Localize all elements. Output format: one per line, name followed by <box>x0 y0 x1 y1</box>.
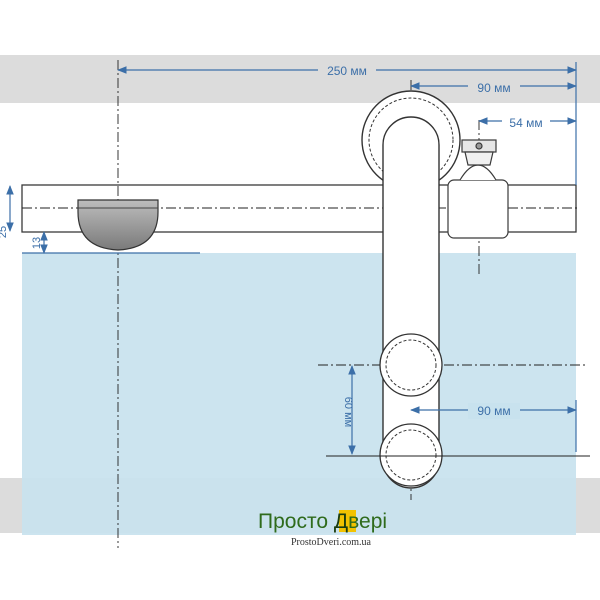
rail-bracket <box>447 139 509 239</box>
dim-roller-spacing-h-label: 90 мм <box>477 404 510 418</box>
dim-roller-spacing-v-label: 60 мм <box>342 397 354 427</box>
glass-clip <box>77 199 159 251</box>
dim-rail-height-label: 25 <box>0 226 9 238</box>
dim-overall-width-label: 250 мм <box>327 64 367 78</box>
dim-90-lower-bg <box>468 403 520 419</box>
logo-highlight-box <box>339 510 356 532</box>
bottom-roller <box>379 423 443 487</box>
dim-250-bg <box>318 62 376 78</box>
logo-name-part2: вері <box>348 510 387 533</box>
dim-54-bg <box>502 114 550 130</box>
logo-url: ProstoDveri.com.ua <box>291 537 372 548</box>
middle-roller <box>379 333 443 397</box>
glass-panel <box>22 253 576 535</box>
logo-name-highlight: Д <box>334 510 348 533</box>
dim-bracket-width-label: 54 мм <box>509 116 542 130</box>
logo-name-part1: Просто <box>258 510 334 533</box>
prostodveri-logo: Просто Двері ProstoDveri.com.ua <box>258 510 387 548</box>
dim-clamp-offset-label: 90 мм <box>477 81 510 95</box>
dim-90-top-bg <box>468 79 520 95</box>
dim-glass-clearance-label: 13 <box>31 237 43 249</box>
logo-name: Просто Двері <box>258 510 387 533</box>
